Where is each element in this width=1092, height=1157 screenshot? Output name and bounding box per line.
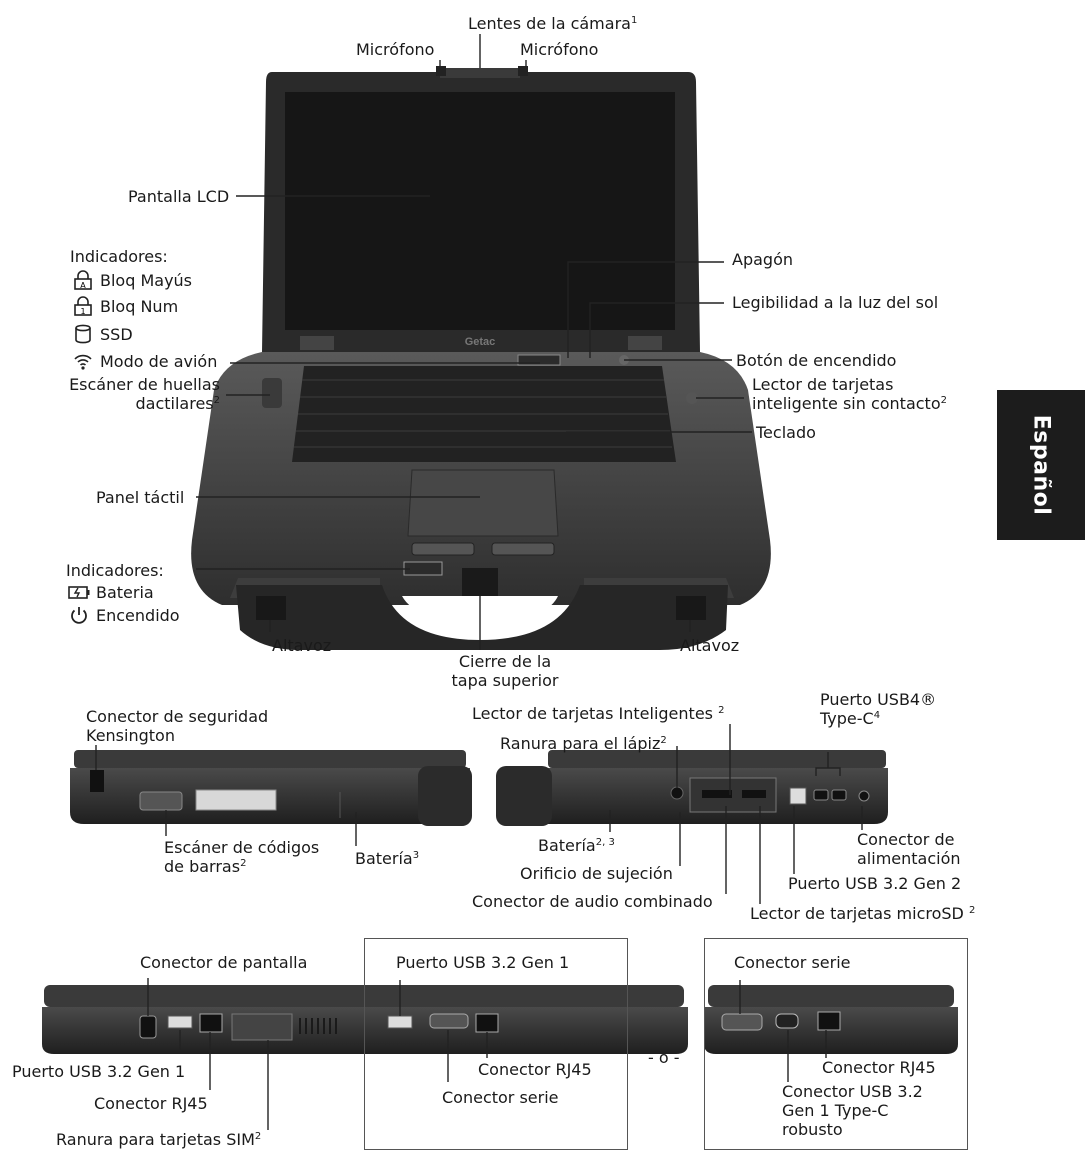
barcode-label: Escáner de códigos de barras2 — [164, 838, 320, 876]
usb32gen1-bottom-label: Puerto USB 3.2 Gen 1 — [12, 1062, 186, 1081]
indicators-top-heading: Indicadores: — [70, 247, 168, 266]
blackout-label: Apagón — [732, 250, 793, 269]
caps-lock-icon: A — [74, 270, 92, 290]
rear-config-box-b — [704, 938, 968, 1150]
callout-lines — [95, 34, 863, 1130]
left-side-view — [70, 750, 472, 826]
contactless-label: Lector de tarjetas inteligente sin conta… — [752, 375, 947, 413]
tether-label: Orificio de sujeción — [520, 864, 673, 883]
indicators-bottom-heading: Indicadores: — [66, 561, 164, 580]
rj45-b-label: Conector RJ45 — [478, 1060, 592, 1079]
svg-text:A: A — [80, 281, 86, 290]
language-tab: Español — [997, 390, 1085, 540]
stylus-label: Ranura para el lápiz2 — [500, 734, 667, 753]
indicator-caps-lock: A Bloq Mayús — [72, 270, 192, 290]
indicator-airplane: Modo de avión — [72, 351, 217, 371]
sim-label: Ranura para tarjetas SIM2 — [56, 1130, 262, 1149]
sunlight-label: Legibilidad a la luz del sol — [732, 293, 939, 312]
speaker-left-label: Altavoz — [272, 636, 332, 655]
lcd-screen — [285, 92, 675, 330]
num-lock-icon: 1 — [74, 296, 92, 316]
rear-config-box-a — [364, 938, 628, 1150]
lcd-label: Pantalla LCD — [128, 187, 230, 206]
battery-right-label: Batería2, 3 — [538, 836, 615, 855]
display-connector-label: Conector de pantalla — [140, 953, 308, 972]
power-button-label: Botón de encendido — [736, 351, 897, 370]
indicator-battery: Bateria — [68, 582, 154, 602]
microsd-label: Lector de tarjetas microSD 2 — [750, 904, 976, 923]
keyboard-label: Teclado — [756, 423, 816, 442]
or-separator: - o - — [648, 1048, 680, 1067]
right-side-view — [496, 750, 888, 826]
audio-label: Conector de audio combinado — [472, 892, 713, 911]
fingerprint-label: Escáner de huellas dactilares2 — [69, 375, 220, 413]
indicator-power: Encendido — [68, 605, 180, 625]
speaker-right-label: Altavoz — [680, 636, 740, 655]
serial-bottom-label: Conector serie — [442, 1088, 559, 1107]
smartcard-label: Lector de tarjetas Inteligentes 2 — [472, 704, 725, 723]
power-icon — [71, 607, 87, 624]
battery-icon — [68, 586, 90, 599]
usb32gen2-label: Puerto USB 3.2 Gen 2 — [788, 874, 962, 893]
rj45-c-label: Conector RJ45 — [822, 1058, 936, 1077]
svg-text:Getac: Getac — [465, 336, 496, 348]
language-tab-label: Español — [1028, 414, 1054, 516]
mic-left-label: Micrófono — [356, 40, 435, 59]
serial-top-label: Conector serie — [734, 953, 851, 972]
usb4-label: Puerto USB4® Type-C4 — [820, 690, 937, 728]
ssd-icon — [75, 324, 91, 344]
usb32gen1-top-label: Puerto USB 3.2 Gen 1 — [396, 953, 570, 972]
laptop-front-view: Getac — [191, 66, 771, 650]
camera-label: Lentes de la cámara1 — [468, 14, 638, 33]
carry-handle — [236, 585, 728, 650]
battery-left-label: Batería3 — [355, 849, 420, 868]
indicator-num-lock: 1 Bloq Num — [72, 296, 178, 316]
indicator-ssd: SSD — [72, 324, 133, 344]
rear-view-alternative — [704, 985, 958, 1054]
wireless-icon — [74, 354, 92, 370]
svg-text:1: 1 — [80, 307, 85, 316]
mic-right-label: Micrófono — [520, 40, 599, 59]
touchpad-label: Panel táctil — [96, 488, 185, 507]
touchpad — [407, 469, 559, 537]
rear-view — [42, 985, 688, 1054]
rj45-a-label: Conector RJ45 — [94, 1094, 208, 1113]
